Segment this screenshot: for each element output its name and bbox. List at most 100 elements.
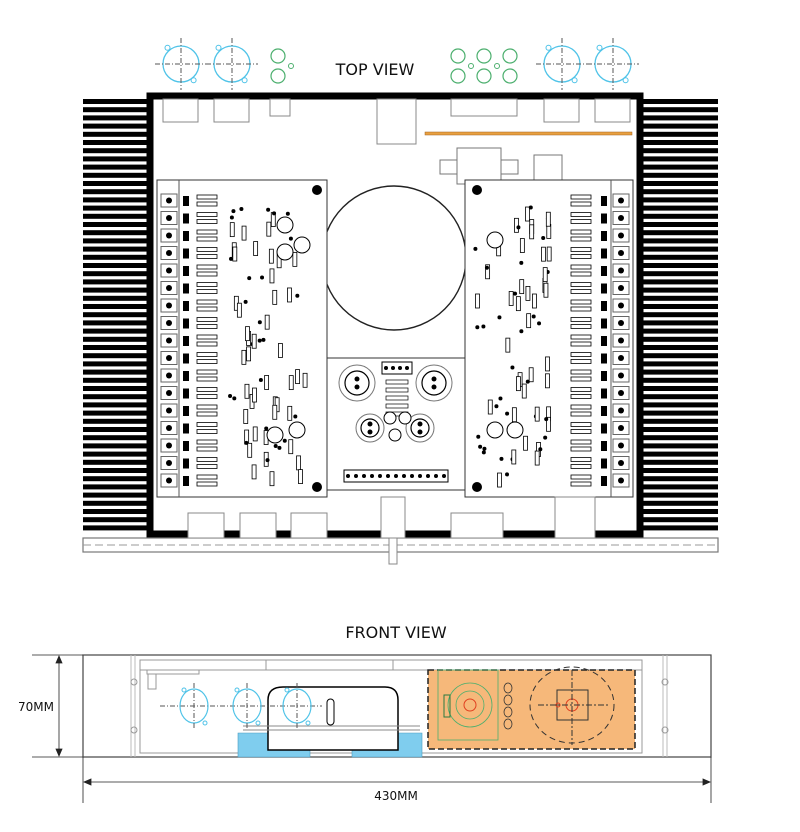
terminal-screw — [346, 474, 350, 478]
rca-hole — [468, 63, 474, 69]
xlr-screw — [255, 720, 261, 726]
heatsink-fin — [83, 271, 152, 277]
solder-pad — [498, 396, 503, 401]
heatsink-fin — [638, 517, 718, 523]
transistor-mount-hole — [166, 407, 172, 414]
resistor — [514, 217, 519, 233]
resistor — [534, 450, 540, 466]
transistor-mount-hole — [618, 267, 624, 274]
resistor — [570, 306, 592, 312]
heatsink-fin — [638, 386, 718, 391]
heatsink-fin — [638, 230, 718, 236]
transformer-bolt-slot — [326, 698, 335, 726]
filter-capacitor — [355, 413, 385, 443]
heatsink-fin — [83, 525, 152, 531]
resistor — [487, 399, 493, 415]
transistor-mount-hole — [166, 250, 172, 256]
resistor — [570, 369, 592, 375]
heatsink-fin — [83, 410, 152, 416]
solder-pad — [261, 337, 266, 342]
xlr-screw — [181, 687, 187, 693]
resistor — [528, 367, 534, 383]
heatsink-fin — [638, 131, 718, 137]
emitter-resistor — [183, 336, 189, 346]
terminal-screw — [426, 474, 430, 478]
resistor — [525, 286, 531, 301]
heatsink-fin — [638, 222, 718, 227]
rca-connectors-top — [270, 48, 518, 84]
front-view-title: FRONT VIEW — [345, 623, 447, 642]
capacitor-strip — [424, 131, 633, 136]
heatsink-fin — [638, 435, 718, 441]
resistor — [546, 246, 552, 262]
heatsink-fin — [83, 476, 152, 482]
led — [503, 706, 513, 718]
heatsink-fin — [638, 205, 718, 211]
electrolytic-capacitor — [293, 236, 311, 254]
solder-pad — [525, 379, 530, 384]
rear-box — [213, 98, 250, 123]
terminal-screw — [402, 474, 406, 478]
terminal-screw — [418, 474, 422, 478]
terminal-screw — [370, 474, 374, 478]
solder-pad — [505, 411, 510, 416]
header-connector — [443, 694, 451, 718]
resistor — [196, 387, 218, 392]
resistor — [243, 409, 249, 424]
resistor — [545, 356, 550, 372]
rca-jack — [476, 68, 492, 84]
resistor — [570, 334, 592, 340]
resistor — [570, 236, 592, 242]
resistor — [570, 457, 592, 462]
resistor — [269, 471, 275, 487]
solder-pad — [513, 291, 518, 296]
solder-pad — [273, 443, 278, 448]
heatsink-fin — [83, 246, 152, 252]
heatsink-fin — [83, 131, 152, 137]
height-dimension-label: 70MM — [18, 700, 54, 714]
heatsink-fin — [83, 99, 152, 104]
resistor — [252, 426, 258, 442]
dim-label-bg — [16, 698, 54, 714]
heatsink-fin — [83, 320, 152, 326]
xlr-screw — [190, 77, 197, 84]
resistor — [532, 293, 537, 309]
heatsink-fin — [83, 115, 152, 121]
resistor — [245, 326, 250, 342]
heatsink-fin — [638, 492, 718, 498]
rca-jack — [502, 68, 518, 84]
resistor — [196, 219, 218, 224]
transistor-mount-hole — [618, 337, 624, 344]
terminal-screw — [378, 474, 382, 478]
resistor — [570, 247, 592, 252]
emitter-resistor — [601, 371, 607, 381]
emitter-resistor — [601, 441, 607, 451]
emitter-resistor — [601, 458, 607, 469]
heatsink-fin — [83, 205, 152, 211]
emitter-resistor — [601, 318, 607, 329]
power-supply-pcb — [326, 357, 466, 491]
rear-connector-boxes — [162, 98, 631, 145]
rca-jack — [502, 48, 518, 64]
heatsink-fin — [83, 459, 152, 465]
left-heatsink — [83, 96, 152, 534]
power-switch-body — [380, 496, 406, 539]
filter-capacitor — [415, 364, 453, 402]
resistor — [196, 247, 218, 252]
transistor-mount-hole — [166, 197, 172, 204]
solder-pad — [537, 321, 542, 326]
transistor-mount-hole — [618, 320, 624, 326]
heatsink-fin — [638, 304, 718, 309]
rca-hole — [494, 63, 500, 69]
resistor — [570, 464, 592, 469]
heatsink-fin — [83, 123, 152, 129]
transistor-mount-hole — [166, 372, 172, 379]
resistor — [570, 324, 592, 329]
heatsink-fin — [83, 484, 152, 490]
width-dimension-label: 430MM — [374, 789, 418, 803]
solder-pad — [258, 378, 263, 383]
resistor — [295, 369, 300, 384]
resistor — [570, 282, 592, 287]
resistor — [298, 469, 303, 485]
resistor — [272, 404, 278, 420]
